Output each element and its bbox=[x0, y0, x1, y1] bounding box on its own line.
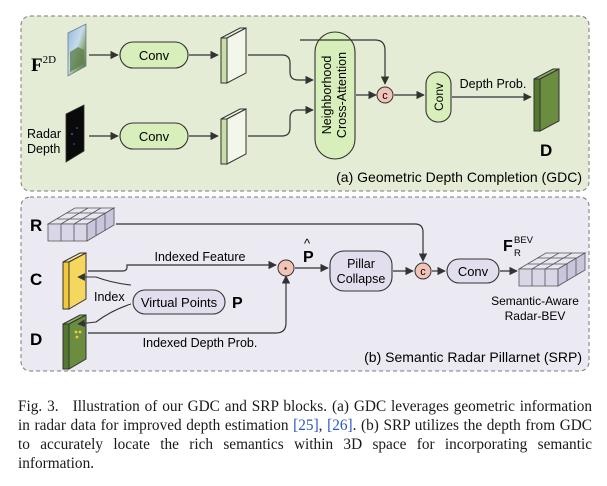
arrow-feature-top-to-attention bbox=[248, 54, 314, 85]
arrow-r-to-concat bbox=[116, 223, 428, 262]
caption-text-1: Illustration of our GDC and SRP blocks. … bbox=[18, 398, 592, 434]
camera-feature-slab bbox=[62, 252, 87, 310]
srp-input-d-label: D bbox=[30, 330, 42, 349]
srp-output-f-label: F bbox=[503, 238, 513, 255]
arrow-indexed-depth-prob bbox=[88, 275, 291, 334]
radar-pillar-grid-input bbox=[46, 207, 116, 242]
caption-separator: , bbox=[318, 417, 328, 434]
camera-image-thumbnail bbox=[67, 23, 87, 77]
bev-caption-line-2: Radar-BEV bbox=[505, 309, 566, 323]
caption-reference-25[interactable]: [25] bbox=[293, 417, 319, 434]
caption-text-2: . (b) SRP utilizes the depth from GDC to… bbox=[18, 417, 592, 472]
pillar-collapse-label-2: Collapse bbox=[337, 272, 386, 286]
gdc-title: (a) Geometric Depth Completion (GDC) bbox=[336, 169, 582, 185]
index-pointer-to-d bbox=[77, 303, 132, 328]
arrow-feature-bottom-to-attention bbox=[248, 105, 314, 137]
bev-caption-line-1: Semantic-Aware bbox=[491, 294, 579, 308]
srp-p-label: P bbox=[232, 295, 243, 312]
virtual-points-box bbox=[132, 289, 226, 315]
srp-multiply-symbol: · bbox=[284, 260, 289, 276]
srp-conv-box bbox=[446, 258, 500, 284]
caption-label: Fig. 3. bbox=[18, 398, 59, 415]
srp-multiply-operator bbox=[277, 259, 295, 277]
gdc-input-radar-label-2: Depth bbox=[27, 142, 60, 156]
srp-p-hat-label: P bbox=[303, 249, 314, 266]
gdc-conv-top-label: Conv bbox=[139, 48, 170, 63]
pillar-collapse-label-1: Pillar bbox=[347, 257, 375, 271]
gdc-concat-operator bbox=[376, 86, 394, 104]
gdc-output-depth-map bbox=[533, 68, 560, 132]
gdc-concat-symbol: c bbox=[382, 90, 388, 102]
architecture-diagram: F2D Radar Depth Conv Conv Neighborhood C… bbox=[20, 15, 590, 372]
index-label: Index bbox=[94, 290, 125, 304]
depth-prob-label: Depth Prob. bbox=[460, 77, 527, 91]
gdc-input-f2d-label: F2D bbox=[31, 54, 56, 76]
figure-caption: Fig. 3.Illustration of our GDC and SRP b… bbox=[18, 397, 592, 473]
srp-input-r-label: R bbox=[30, 216, 42, 235]
srp-output-sup: BEV bbox=[514, 235, 534, 246]
gdc-panel bbox=[20, 15, 590, 192]
srp-concat-symbol: c bbox=[420, 266, 426, 278]
attention-label-2: Cross-Attention bbox=[335, 52, 349, 138]
srp-title: (b) Semantic Radar Pillarnet (SRP) bbox=[364, 349, 582, 365]
srp-p-hat-accent: ^ bbox=[304, 236, 311, 251]
gdc-output-label: D bbox=[540, 141, 552, 160]
srp-input-c-label: C bbox=[30, 270, 42, 289]
radar-depth-image bbox=[65, 104, 85, 163]
gdc-conv-bottom-box bbox=[119, 122, 189, 150]
srp-output-sub: R bbox=[514, 248, 521, 259]
srp-concat-operator bbox=[414, 262, 432, 280]
caption-reference-26[interactable]: [26] bbox=[327, 417, 353, 434]
gdc-feature-map-top bbox=[220, 27, 247, 84]
gdc-conv-top-box bbox=[119, 41, 189, 69]
index-pointer-to-c bbox=[77, 273, 132, 286]
gdc-feature-map-bottom bbox=[220, 108, 247, 165]
gdc-conv-vertical-box bbox=[425, 71, 452, 123]
indexed-depth-prob-label: Indexed Depth Prob. bbox=[143, 336, 258, 350]
gdc-conv-bottom-label: Conv bbox=[139, 129, 170, 144]
semantic-radar-bev-output bbox=[517, 252, 587, 287]
arrow-skip-to-concat bbox=[300, 39, 390, 85]
gdc-conv-vertical-label: Conv bbox=[432, 83, 446, 111]
indexed-feature-label: Indexed Feature bbox=[154, 250, 245, 264]
arrow-indexed-feature bbox=[88, 260, 277, 272]
neighborhood-cross-attention-box bbox=[314, 31, 356, 160]
srp-panel bbox=[20, 196, 590, 372]
gdc-input-radar-label-1: Radar bbox=[27, 127, 61, 141]
pillar-collapse-box bbox=[329, 250, 393, 292]
depth-prob-slab bbox=[62, 314, 87, 370]
attention-label-1: Neighborhood bbox=[320, 56, 334, 135]
virtual-points-label: Virtual Points bbox=[141, 295, 218, 310]
srp-conv-label: Conv bbox=[458, 264, 489, 279]
